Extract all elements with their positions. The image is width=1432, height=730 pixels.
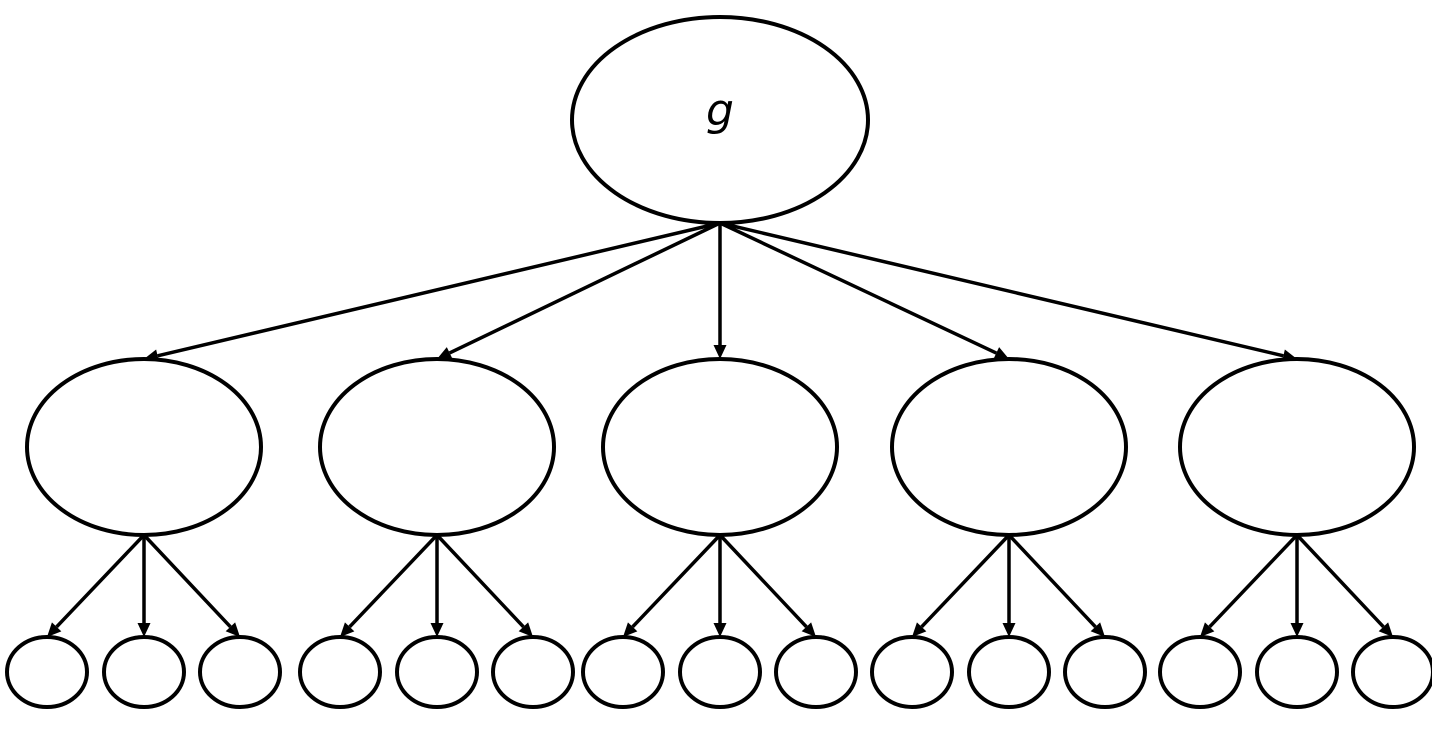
leaf-node-2-1 [298, 635, 382, 709]
edge-root-to-child-4 [719, 221, 1009, 359]
leaf-node-3-1 [581, 635, 665, 709]
leaf-node-2-2 [395, 635, 479, 709]
edge-child-4-to-leaf-2 [1002, 535, 1016, 637]
edge-child-1-to-leaf-3 [142, 533, 240, 637]
leaf-node-5-3 [1351, 635, 1432, 709]
leaf-node-1-2 [102, 635, 186, 709]
leaf-node-5-1 [1158, 635, 1242, 709]
child-node-4 [890, 357, 1128, 537]
edge-child-5-to-leaf-1 [1200, 533, 1299, 637]
edges-layer [47, 221, 1393, 637]
edge-child-5-to-leaf-3 [1295, 533, 1393, 637]
leaf-node-3-3 [774, 635, 858, 709]
leaf-node-2-3 [491, 635, 575, 709]
edge-child-3-to-leaf-2 [713, 535, 727, 637]
child-node-5 [1178, 357, 1416, 537]
edge-child-1-to-leaf-1 [47, 533, 146, 637]
leaf-node-5-2 [1255, 635, 1339, 709]
edge-child-2-to-leaf-2 [430, 535, 444, 637]
leaf-node-1-3 [198, 635, 282, 709]
edge-root-to-child-1 [144, 221, 721, 363]
edge-root-to-child-3 [713, 223, 727, 359]
edge-child-2-to-leaf-1 [340, 533, 439, 637]
child-node-2 [318, 357, 556, 537]
edge-child-2-to-leaf-3 [435, 533, 533, 637]
leaf-node-3-2 [678, 635, 762, 709]
leaf-node-4-2 [967, 635, 1051, 709]
edge-root-to-child-2 [437, 221, 721, 359]
leaf-node-4-1 [870, 635, 954, 709]
root-node-label: g [706, 85, 734, 136]
edge-child-4-to-leaf-1 [912, 533, 1011, 637]
nodes-layer [5, 15, 1432, 709]
edge-child-3-to-leaf-3 [718, 533, 816, 637]
child-node-1 [25, 357, 263, 537]
leaf-node-1-1 [5, 635, 89, 709]
edge-child-4-to-leaf-3 [1007, 533, 1105, 637]
leaf-node-4-3 [1063, 635, 1147, 709]
child-node-3 [601, 357, 839, 537]
edge-child-5-to-leaf-2 [1290, 535, 1304, 637]
root-node [570, 15, 870, 225]
edge-child-3-to-leaf-1 [623, 533, 722, 637]
edge-root-to-child-5 [719, 221, 1297, 363]
edge-child-1-to-leaf-2 [137, 535, 151, 637]
